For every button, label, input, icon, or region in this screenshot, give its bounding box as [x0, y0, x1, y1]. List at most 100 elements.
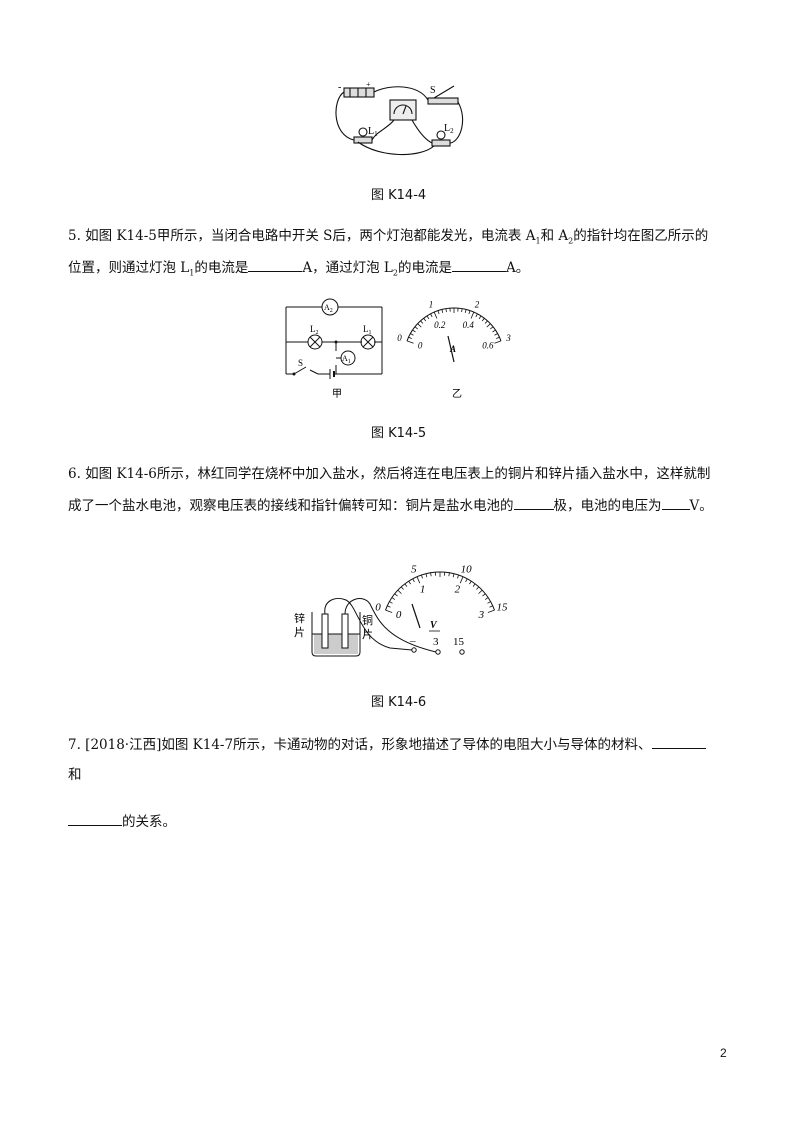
figure-k14-5: A2 A1 L2 L1 S 甲 0 1 2 3 0 0.2 0.4 0.6 A 乙	[285, 298, 511, 400]
dial-tick	[494, 333, 498, 336]
dial-tick	[412, 329, 416, 333]
top-tick-label: 5	[411, 563, 417, 575]
label-jia: 甲	[332, 389, 342, 400]
dial-tick	[425, 573, 428, 578]
figure-k14-4: - + S L1 L2	[335, 80, 464, 156]
battery-minus-label: -	[338, 82, 341, 93]
top-tick-label: 15	[497, 601, 509, 613]
dial-tick	[465, 578, 468, 583]
bottom-tick-label: 0	[418, 341, 423, 351]
answer-blank-pole[interactable]	[513, 497, 554, 510]
dial-tick	[459, 576, 464, 584]
dial-tick	[408, 336, 412, 339]
question-7-line-2: 和	[68, 767, 82, 783]
dial-tick	[423, 318, 427, 322]
dial-tick	[400, 586, 404, 590]
ammeter-a1-label: A1	[342, 354, 351, 365]
dial-tick	[412, 578, 415, 583]
figure-caption-k14-5: 图 K14-5	[371, 426, 427, 441]
dial-tick	[452, 573, 455, 578]
dial-tick	[426, 315, 430, 320]
dial-tick	[489, 605, 493, 608]
switch-s-label: S	[298, 358, 303, 368]
bottom-tick-label: 0	[396, 609, 402, 621]
bottom-tick-label: 3	[478, 609, 485, 621]
voltmeter-unit-label: V	[430, 620, 438, 631]
question-7-line-3: 的关系。	[68, 813, 176, 830]
dial-tick	[430, 572, 432, 577]
top-tick-label: 0	[397, 333, 402, 343]
dial-tick	[472, 583, 476, 587]
dial-tick	[410, 333, 414, 336]
lamp2-label: L2	[444, 123, 454, 135]
dial-tick	[469, 580, 472, 585]
dial-tick	[397, 589, 402, 594]
voltmeter-pointer	[411, 603, 421, 629]
answer-blank-l2-current[interactable]	[451, 259, 506, 272]
battery-plus-label: +	[366, 80, 371, 89]
dial-tick	[478, 589, 483, 594]
question-6-line-2: 成了一个盐水电池，观察电压表的接线和指针偏转可知：铜片是盐水电池的极，电池的电压…	[68, 497, 713, 514]
dial-tick	[464, 309, 467, 313]
dial-tick	[487, 601, 491, 604]
dial-tick	[406, 340, 414, 344]
dial-tick	[486, 323, 491, 328]
dial-tick	[448, 572, 450, 577]
ammeter-dial: 0 1 2 3 0 0.2 0.4 0.6	[397, 300, 511, 351]
dial-tick	[484, 597, 489, 600]
dial-tick	[468, 310, 471, 315]
bottom-tick-label: 0.6	[482, 341, 494, 351]
zinc-label-1: 锌	[294, 611, 305, 625]
answer-blank-factor-1[interactable]	[651, 736, 706, 749]
terminal-15-label: 15	[453, 636, 465, 648]
switch-label: S	[430, 85, 436, 96]
dial-tick	[441, 309, 444, 313]
dial-tick	[385, 609, 393, 613]
dial-tick	[389, 601, 393, 604]
dial-tick	[437, 310, 440, 315]
bottom-tick-label: 0.2	[434, 320, 446, 330]
figure-caption-k14-6: 图 K14-6	[371, 695, 427, 710]
dial-tick	[394, 593, 398, 597]
dial-tick	[414, 326, 418, 330]
dial-tick	[492, 329, 496, 333]
top-tick-label: 3	[505, 333, 511, 343]
dial-tick	[481, 318, 485, 322]
terminal-3-label: 3	[433, 636, 439, 648]
dial-tick	[457, 574, 459, 579]
dial-tick	[430, 313, 433, 318]
top-tick-label: 10	[461, 563, 473, 575]
dial-tick	[475, 313, 478, 318]
dial-tick	[484, 320, 488, 324]
dial-tick	[387, 605, 391, 608]
question-5-line-1: 5. 如图 K14-5甲所示，当闭合电路中开关 S后，两个灯泡都能发光，电流表 …	[68, 228, 709, 246]
lamp-l1-label: L1	[363, 324, 372, 336]
label-yi: 乙	[452, 388, 462, 400]
zinc-label-2: 片	[294, 626, 305, 639]
top-tick-label: 2	[475, 300, 480, 310]
dial-tick	[408, 580, 411, 585]
dial-arc	[385, 571, 495, 611]
lamp1-label: L1	[368, 126, 378, 138]
question-6-line-1: 6. 如图 K14-6所示，林红同学在烧杯中加入盐水，然后将连在电压表上的铜片和…	[68, 466, 711, 482]
dial-tick	[391, 597, 396, 600]
answer-blank-factor-2[interactable]	[68, 813, 122, 826]
lamp-l2-label: L2	[310, 324, 319, 336]
dial-tick	[404, 583, 408, 587]
dial-tick	[496, 336, 500, 339]
dial-tick	[433, 311, 438, 319]
bottom-tick-label: 0.4	[463, 320, 475, 330]
dial-tick	[417, 323, 422, 328]
top-tick-label: 1	[429, 300, 434, 310]
dial-tick	[478, 315, 482, 320]
ammeter-a2-label: A2	[324, 303, 333, 314]
ammeter-unit-label: A	[449, 344, 456, 354]
dial-tick	[482, 593, 486, 597]
answer-blank-l1-current[interactable]	[248, 259, 303, 272]
answer-blank-voltage[interactable]	[661, 497, 690, 510]
ammeter-pointer	[447, 335, 455, 363]
top-tick-label: 0	[375, 601, 381, 613]
dial-tick	[416, 576, 421, 584]
